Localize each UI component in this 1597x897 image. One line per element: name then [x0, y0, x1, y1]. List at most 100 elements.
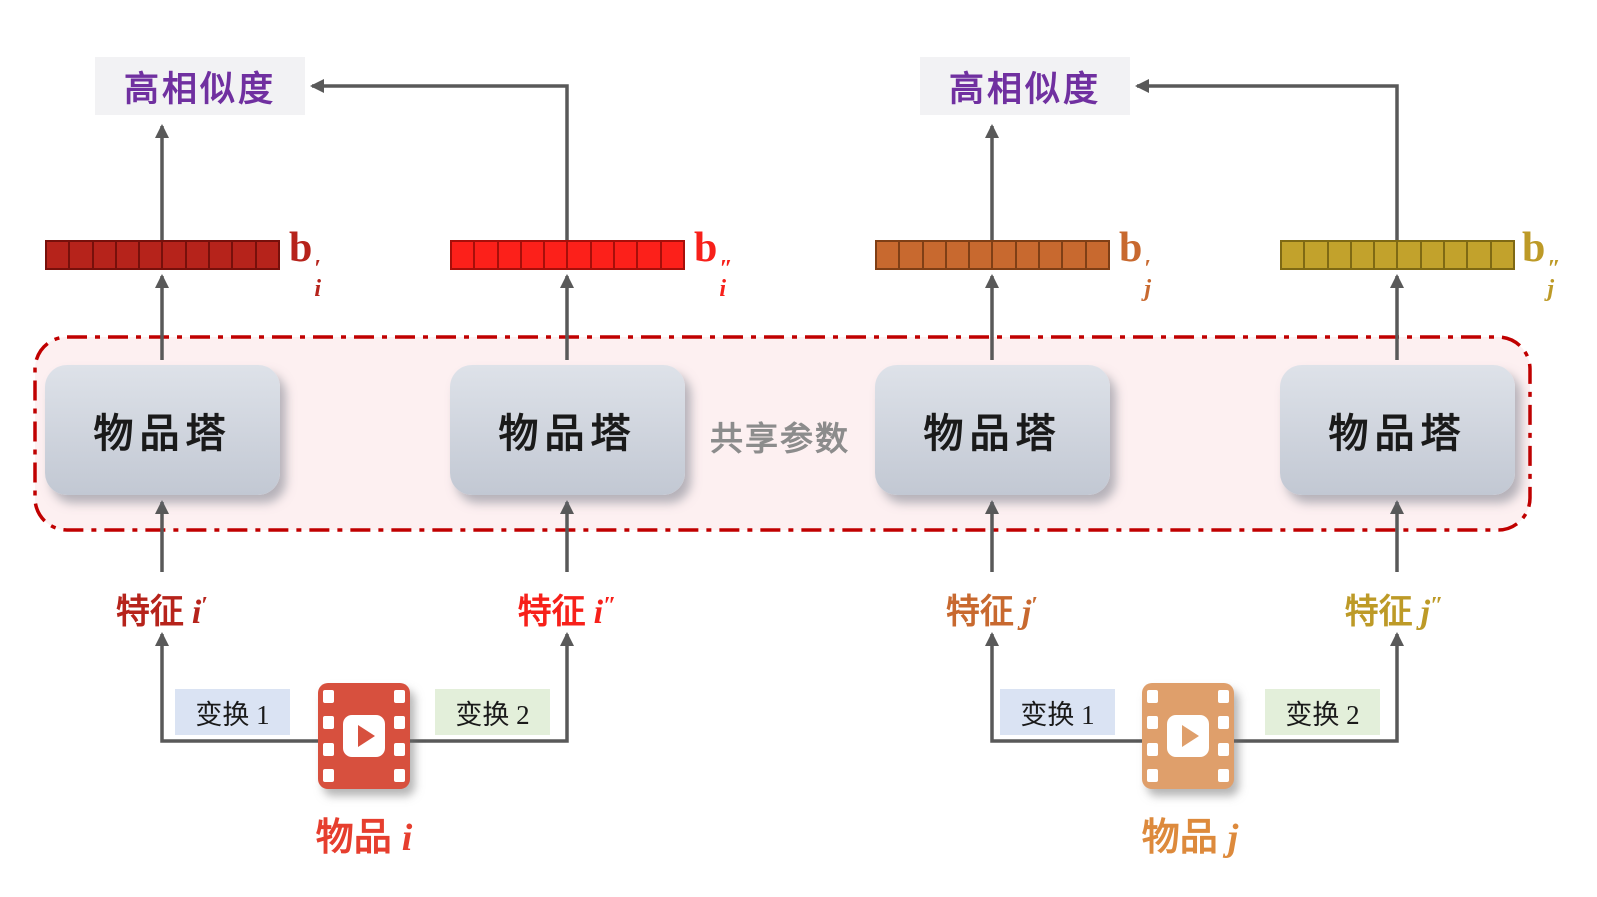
- item-tower-1: 物品塔: [45, 365, 280, 495]
- feature-var: j: [1021, 594, 1032, 631]
- item-prefix: 物品: [315, 817, 392, 859]
- embedding-sup-sub: ′i: [314, 257, 321, 301]
- embedding-bar-i2: [450, 240, 685, 270]
- embedding-symbol: b: [289, 225, 313, 271]
- feature-primes: ′: [201, 593, 209, 619]
- transform-2-box-left: 变换 2: [435, 689, 550, 735]
- embedding-label-i1: b′i: [289, 224, 321, 301]
- embedding-cell: [45, 240, 71, 270]
- embedding-cell: [898, 240, 924, 270]
- embedding-symbol: b: [1522, 225, 1546, 271]
- subscript: j: [1547, 276, 1555, 302]
- play-button-icon: [343, 715, 385, 757]
- feature-primes: ″: [603, 593, 617, 619]
- prime-mark: ″: [719, 256, 733, 282]
- film-hole: [323, 768, 334, 782]
- embedding-sup-sub: ″i: [719, 257, 732, 301]
- feature-prefix: 特征: [1344, 594, 1413, 631]
- arrow-item-i-to-feature2: [409, 632, 574, 743]
- film-perforations-right: [1218, 690, 1229, 782]
- film-hole: [394, 742, 405, 756]
- arrow-group: [155, 79, 1404, 743]
- embedding-sup-sub: ′j: [1144, 257, 1151, 301]
- play-triangle-icon: [1182, 725, 1199, 747]
- embedding-cell: [1419, 240, 1446, 270]
- feature-prefix: 特征: [945, 594, 1014, 631]
- similarity-box-right: 高相似度: [920, 57, 1130, 115]
- embedding-cell: [184, 240, 211, 270]
- arrow-emb-i2-to-similarity: [310, 79, 569, 240]
- film-hole: [1147, 716, 1158, 730]
- embedding-cell: [968, 240, 994, 270]
- embedding-cell: [114, 240, 141, 270]
- embedding-cell: [254, 240, 280, 270]
- film-hole: [1218, 716, 1229, 730]
- shared-parameters-region: [33, 335, 1532, 532]
- embedding-cell: [1349, 240, 1376, 270]
- embedding-cell: [1061, 240, 1087, 270]
- film-hole: [1218, 768, 1229, 782]
- video-film-icon: [318, 683, 410, 789]
- subscript: i: [314, 276, 322, 302]
- transform-1-box-right: 变换 1: [1000, 689, 1115, 735]
- embedding-cell: [1303, 240, 1329, 270]
- embedding-cell: [944, 240, 971, 270]
- film-hole: [1147, 742, 1158, 756]
- embedding-cell: [161, 240, 187, 270]
- embedding-cell: [91, 240, 117, 270]
- item-var: i: [401, 817, 413, 859]
- embedding-cell: [138, 240, 164, 270]
- embedding-sup-sub: ″j: [1547, 257, 1560, 301]
- film-hole: [394, 716, 405, 730]
- embedding-cell: [991, 240, 1017, 270]
- prime-mark: ′: [314, 256, 322, 282]
- film-hole: [323, 716, 334, 730]
- embedding-cell: [231, 240, 257, 270]
- feature-primes: ′: [1031, 593, 1039, 619]
- transform-1-box-left: 变换 1: [175, 689, 290, 735]
- film-perforations-right: [394, 690, 405, 782]
- feature-prefix: 特征: [115, 594, 184, 631]
- film-perforations-left: [323, 690, 334, 782]
- embedding-label-j2: b″j: [1522, 224, 1561, 301]
- embedding-cell: [1038, 240, 1064, 270]
- embedding-cell: [921, 240, 947, 270]
- film-hole: [394, 768, 405, 782]
- embedding-cell: [659, 240, 685, 270]
- embedding-cell: [1443, 240, 1469, 270]
- film-hole: [323, 690, 334, 703]
- embedding-cell: [473, 240, 499, 270]
- item-prefix: 物品: [1141, 817, 1218, 859]
- embedding-bar-i1: [45, 240, 280, 270]
- film-hole: [323, 742, 334, 756]
- item-tower-2: 物品塔: [450, 365, 685, 495]
- embedding-symbol: b: [1119, 225, 1143, 271]
- embedding-symbol: b: [694, 225, 718, 271]
- film-hole: [1147, 768, 1158, 782]
- embedding-cell: [1396, 240, 1422, 270]
- film-hole: [1147, 690, 1158, 703]
- shared-parameters-label: 共享参数: [710, 422, 850, 458]
- embedding-bar-j2: [1280, 240, 1515, 270]
- embedding-label-i2: b″i: [694, 224, 733, 301]
- feature-var: i: [191, 594, 202, 631]
- film-hole: [1218, 742, 1229, 756]
- arrow-item-j-to-feature3: [985, 632, 1143, 743]
- embedding-bar-j1: [875, 240, 1110, 270]
- embedding-cell: [1084, 240, 1110, 270]
- item-tower-4: 物品塔: [1280, 365, 1515, 495]
- embedding-cell: [613, 240, 639, 270]
- subscript: i: [719, 276, 727, 302]
- embedding-label-j1: b′j: [1119, 224, 1151, 301]
- film-perforations-left: [1147, 690, 1158, 782]
- prime-mark: ′: [1144, 256, 1152, 282]
- embedding-cell: [208, 240, 234, 270]
- feature-var: j: [1420, 594, 1431, 631]
- embedding-cell: [566, 240, 592, 270]
- video-film-icon: [1142, 683, 1234, 789]
- embedding-cell: [496, 240, 522, 270]
